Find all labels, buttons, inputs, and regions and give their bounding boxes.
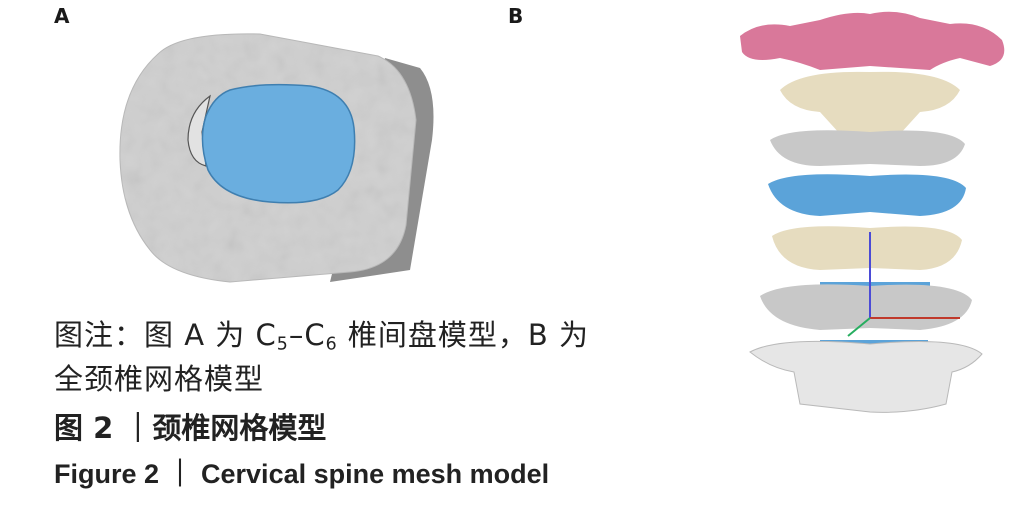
disc-inner-rim <box>187 94 211 167</box>
vertebra-c3 <box>770 130 965 166</box>
panel-label-a: A <box>54 4 70 28</box>
panel-label-b: B <box>508 4 524 28</box>
figure-note-line1: 图注：图 A 为 C5–C6 椎间盘模型，B 为 <box>54 318 589 355</box>
cervical-spine-figure <box>740 11 1005 413</box>
vertebra-c7 <box>749 340 983 413</box>
vertebra-c6 <box>760 284 972 330</box>
figure-title-chinese: 图 2 ｜颈椎网格模型 <box>54 411 327 445</box>
axis-depth <box>847 317 871 337</box>
vertebra-c4 <box>768 174 966 216</box>
figure-title-english: Figure 2 ｜ Cervical spine mesh model <box>54 459 550 489</box>
vertebra-c2 <box>780 71 960 134</box>
nucleus-pulposus <box>201 83 356 204</box>
figure-note-line2: 全颈椎网格模型 <box>54 362 265 396</box>
vertebra-c5 <box>772 226 962 270</box>
vertebra-c1 <box>740 11 1005 70</box>
disc-model-figure <box>119 33 434 283</box>
